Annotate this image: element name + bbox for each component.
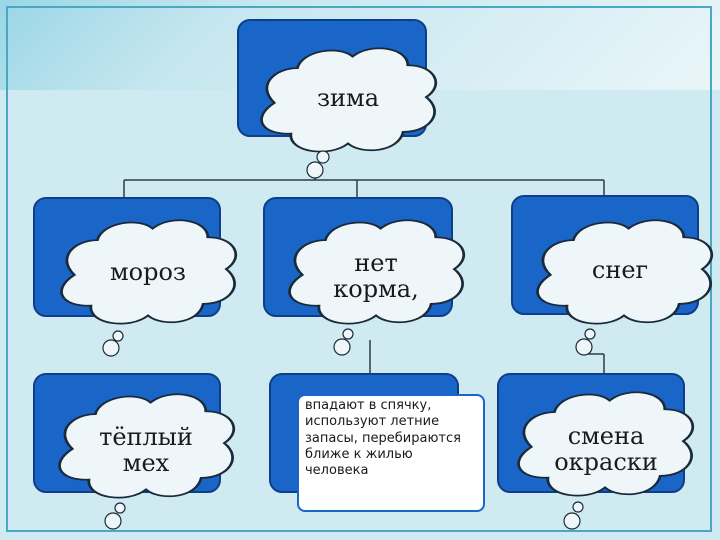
node-sneg — [512, 196, 712, 355]
node-smena-okraski — [498, 374, 693, 529]
label-smena-okraski: смена окраски — [554, 421, 658, 476]
node-net-korma — [264, 198, 464, 355]
label-moroz: мороз — [109, 257, 187, 286]
node-moroz — [34, 198, 236, 356]
label-teply-meh: тёплый мех — [99, 422, 193, 477]
label-sneg: снег — [591, 255, 649, 284]
node-teply-meh — [34, 374, 234, 529]
label-vpadayut: впадают в спячку, используют летние запа… — [297, 394, 485, 512]
label-zima: зима — [316, 83, 380, 112]
label-net-korma: нет корма, — [333, 248, 419, 303]
slide-frame — [6, 6, 712, 532]
node-zima — [238, 20, 436, 178]
